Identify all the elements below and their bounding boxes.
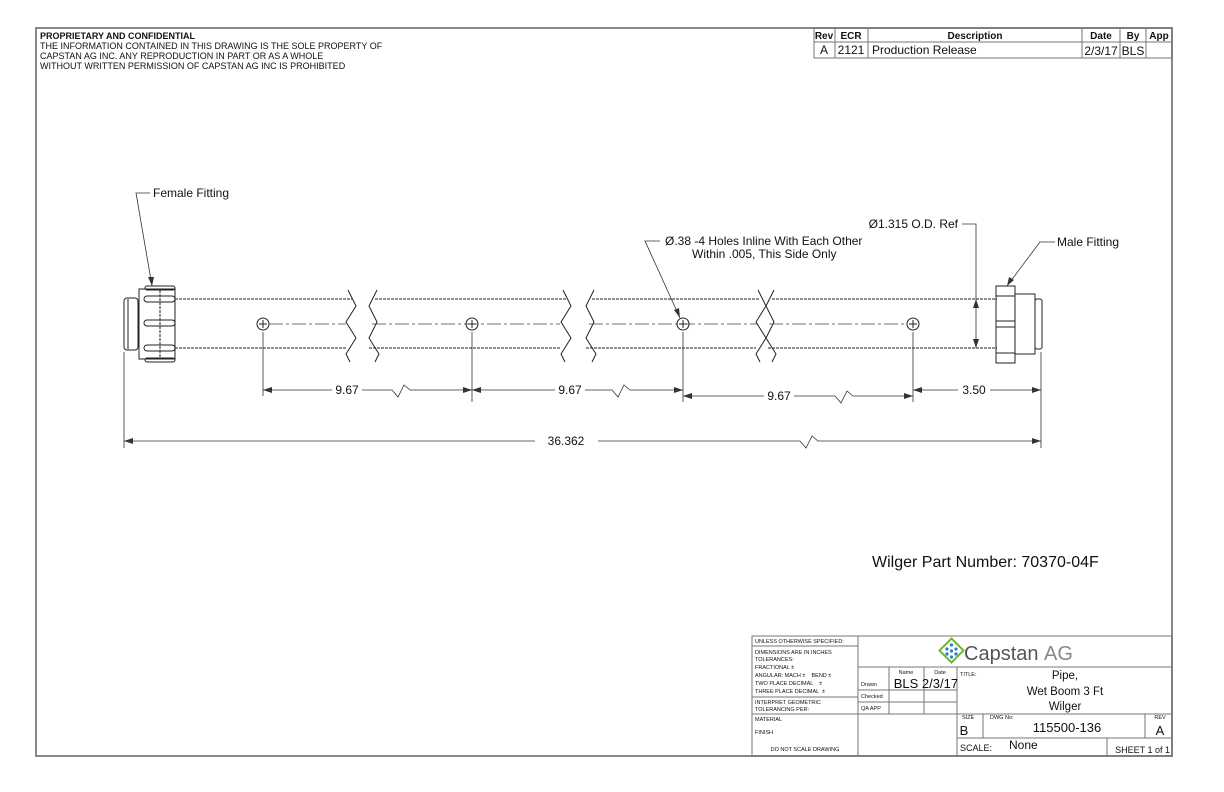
hole: [256, 317, 270, 331]
dwg-label: DWG No:: [990, 715, 1014, 721]
tolerance-line: TWO PLACE DECIMAL ±: [755, 681, 822, 687]
drawn-date: 2/3/17: [922, 676, 958, 691]
holes-callout-line-1: Ø.38 -4 Holes Inline With Each Other: [665, 234, 862, 248]
male-fitting-callout: Male Fitting: [1057, 235, 1119, 249]
do-not-scale-note: DO NOT SCALE DRAWING: [771, 747, 840, 753]
scale-label: SCALE:: [960, 743, 992, 753]
title-label: TITLE:: [960, 672, 977, 678]
rev-value: A: [1156, 723, 1165, 738]
female-fitting: [123, 285, 176, 363]
date-cell: 2/3/17: [1084, 44, 1118, 58]
name-header: Name: [899, 670, 914, 676]
dimension-hole-spacing-2: 9.67: [558, 383, 582, 397]
app-header: App: [1149, 31, 1168, 42]
dwg-number: 115500-136: [1033, 720, 1101, 735]
size-label: SIZE: [962, 715, 975, 721]
drawn-label: Drawn: [861, 682, 877, 688]
capstan-ag-logo: Capstan AG: [938, 637, 1073, 665]
title-line-1: Pipe,: [1052, 670, 1078, 682]
logo-text-ag: AG: [1044, 643, 1073, 665]
part-number: Wilger Part Number: 70370-04F: [872, 554, 1099, 571]
dimension-end-offset: 3.50: [962, 383, 986, 397]
geometric-label: INTERPRET GEOMETRIC: [755, 700, 821, 706]
ecr-header: ECR: [840, 31, 862, 42]
checked-label: Checked: [861, 694, 883, 700]
qa-label: QA APP: [861, 706, 881, 712]
ecr-cell: 2121: [838, 43, 865, 57]
date-header: Date: [1090, 31, 1112, 42]
notice-line: WITHOUT WRITTEN PERMISSION OF CAPSTAN AG…: [40, 61, 346, 71]
holes-callout-line-2: Within .005, This Side Only: [692, 247, 837, 261]
dimension-overall-length: 36.362: [548, 434, 585, 448]
table-row: A 2121 Production Release 2/3/17 BLS: [820, 43, 1144, 58]
hole: [676, 317, 690, 331]
rev-label: REV: [1154, 715, 1166, 721]
hole: [465, 317, 479, 331]
tolerance-line: ANGULAR: MACH ± BEND ±: [755, 673, 831, 679]
pipe-view: Ø1.315 O.D. Ref Female Fitting Male Fitt…: [123, 186, 1119, 449]
tolerance-line: FRACTIONAL ±: [755, 665, 794, 671]
male-fitting: [995, 285, 1043, 364]
dimension-hole-spacing-1: 9.67: [335, 383, 359, 397]
finish-label: FINISH: [755, 730, 773, 736]
logo-text: Capstan: [964, 643, 1039, 665]
date-header: Date: [934, 670, 946, 676]
geometric-label: TOLERANCING PER:: [755, 707, 809, 713]
title-line-3: Wilger: [1049, 701, 1082, 713]
proprietary-notice: PROPRIETARY AND CONFIDENTIAL THE INFORMA…: [40, 31, 383, 71]
tolerance-line: TOLERANCES:: [755, 657, 794, 663]
revision-table: Rev ECR Description Date By App A 2121 P…: [813, 27, 1173, 59]
description-header: Description: [947, 31, 1002, 42]
by-cell: BLS: [1122, 44, 1145, 58]
sheet-border: [35, 27, 1173, 757]
female-fitting-callout: Female Fitting: [153, 186, 229, 200]
tolerance-heading: UNLESS OTHERWISE SPECIFIED:: [755, 639, 844, 645]
rev-cell: A: [820, 43, 828, 57]
by-header: By: [1127, 31, 1140, 42]
od-callout: Ø1.315 O.D. Ref: [869, 217, 959, 231]
tolerance-line: DIMENSIONS ARE IN INCHES: [755, 650, 832, 656]
break-lines: [345, 289, 777, 363]
hole: [906, 317, 920, 331]
drawn-name: BLS: [894, 676, 919, 691]
material-label: MATERIAL: [755, 717, 782, 723]
dimension-hole-spacing-3: 9.67: [767, 389, 791, 403]
tolerance-line: THREE PLACE DECIMAL ±: [755, 689, 825, 695]
title-line-2: Wet Boom 3 Ft: [1027, 686, 1104, 698]
notice-line: THE INFORMATION CONTAINED IN THIS DRAWIN…: [40, 41, 383, 51]
description-cell: Production Release: [872, 43, 977, 57]
sheet-number: SHEET 1 of 1: [1115, 745, 1170, 755]
notice-heading: PROPRIETARY AND CONFIDENTIAL: [40, 31, 196, 41]
title-block: UNLESS OTHERWISE SPECIFIED: DIMENSIONS A…: [751, 635, 1173, 757]
size-value: B: [960, 723, 969, 738]
notice-line: CAPSTAN AG INC. ANY REPRODUCTION IN PART…: [40, 51, 323, 61]
rev-header: Rev: [815, 31, 834, 42]
scale-value: None: [1009, 738, 1038, 752]
